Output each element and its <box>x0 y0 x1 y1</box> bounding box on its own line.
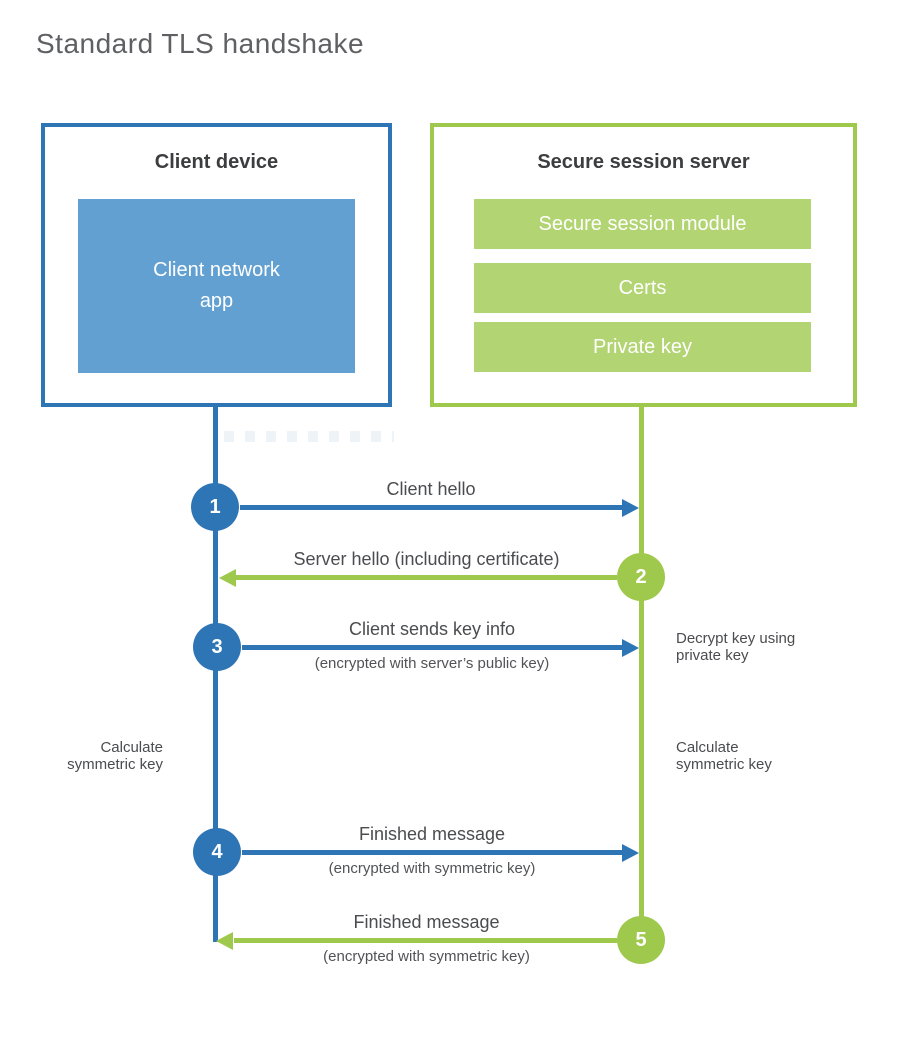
step-4-number: 4 <box>211 840 223 863</box>
step-5-arrow <box>234 938 617 943</box>
step-3-sublabel: (encrypted with server’s public key) <box>314 655 550 672</box>
step-1-number: 1 <box>209 495 221 518</box>
arrowhead-right-icon <box>622 844 639 862</box>
step-1-arrow <box>240 505 622 510</box>
step-4-arrow <box>242 850 622 855</box>
private-key-module: Private key <box>474 322 811 372</box>
step-5-label: Finished message <box>353 912 500 932</box>
arrowhead-right-icon <box>622 639 639 657</box>
secure-session-server-box: Secure session server Secure session mod… <box>430 123 857 407</box>
step-2-number: 2 <box>635 565 647 588</box>
decrypt-key-note: Decrypt key using private key <box>676 630 796 664</box>
client-device-box: Client device Client network app <box>41 123 392 407</box>
client-lifeline <box>213 406 218 942</box>
step-2-label: Server hello (including certificate) <box>293 549 560 569</box>
step-5-circle: 5 <box>617 916 665 964</box>
step-2-arrow <box>236 575 617 580</box>
step-2-circle: 2 <box>617 553 665 601</box>
arrowhead-left-icon <box>219 569 236 587</box>
secure-session-server-title: Secure session server <box>537 151 750 173</box>
arrowhead-right-icon <box>622 499 639 517</box>
step-3-label: Client sends key info <box>348 619 516 639</box>
step-3-circle: 3 <box>193 623 241 671</box>
calculate-symmetric-key-note-client: Calculate symmetric key <box>67 739 163 773</box>
step-1-label: Client hello <box>386 479 476 499</box>
page-title: Standard TLS handshake <box>36 28 365 59</box>
step-1-circle: 1 <box>191 483 239 531</box>
client-network-app-module: Client network app <box>78 199 355 373</box>
step-5-sublabel: (encrypted with symmetric key) <box>323 948 530 965</box>
step-5-number: 5 <box>635 928 647 951</box>
calculate-symmetric-key-note-server: Calculate symmetric key <box>676 739 772 773</box>
step-3-number: 3 <box>211 635 223 658</box>
step-3-arrow <box>242 645 622 650</box>
certs-module: Certs <box>474 263 811 313</box>
secure-session-module: Secure session module <box>474 199 811 249</box>
step-4-sublabel: (encrypted with symmetric key) <box>328 860 536 877</box>
arrowhead-left-icon <box>216 932 233 950</box>
step-4-label: Finished message <box>358 824 506 844</box>
step-4-circle: 4 <box>193 828 241 876</box>
client-device-title: Client device <box>154 151 279 173</box>
faint-dashed-line <box>224 431 394 442</box>
server-lifeline <box>639 406 644 940</box>
